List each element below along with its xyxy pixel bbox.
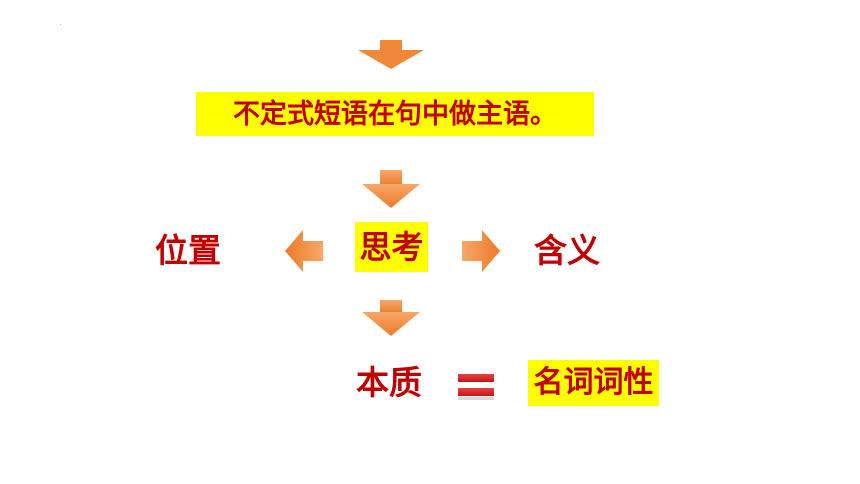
corner-dot <box>60 24 61 25</box>
arrow-left-icon <box>285 230 323 272</box>
result-text: 名词词性 <box>533 365 654 400</box>
right-label: 含义 <box>534 231 600 270</box>
left-label: 位置 <box>155 231 221 270</box>
arrow-down-top-icon <box>358 40 424 69</box>
result-box: 名词词性 <box>528 360 659 406</box>
arrow-right-icon <box>462 230 500 272</box>
center-box: 思考 <box>355 222 428 272</box>
center-text: 思考 <box>359 228 424 266</box>
title-text: 不定式短语在句中做主语。 <box>233 98 557 130</box>
equals-icon <box>458 374 494 400</box>
essence-label: 本质 <box>356 363 422 402</box>
arrow-down-bottom-icon <box>362 300 420 336</box>
title-box: 不定式短语在句中做主语。 <box>196 92 594 136</box>
arrow-down-middle-icon <box>362 170 420 208</box>
